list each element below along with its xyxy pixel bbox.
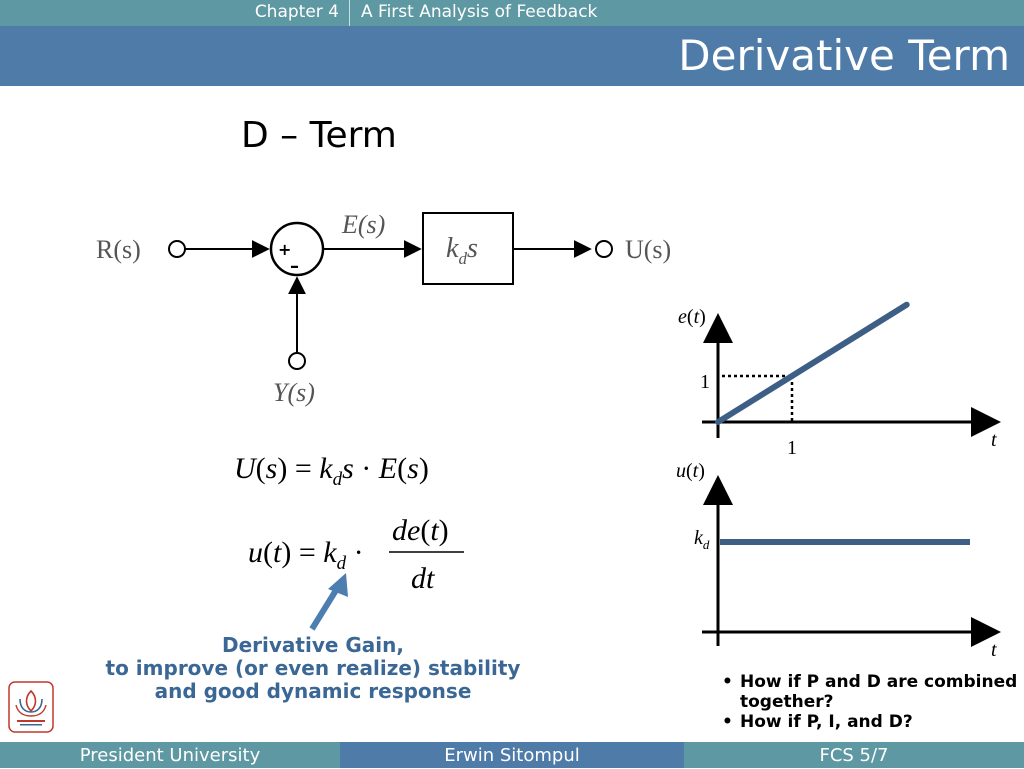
annotation-line-1: Derivative Gain, (221, 633, 404, 657)
section-heading: D – Term (241, 115, 397, 156)
question-list: How if P and D are combined together? Ho… (718, 672, 1018, 732)
error-ramp-plot: e(t) 1 1 t (678, 301, 1001, 458)
footer-bar: President University Erwin Sitompul FCS … (0, 742, 1024, 768)
input-label: R(s) (96, 235, 141, 264)
feedback-terminal (288, 352, 306, 370)
laplace-equation: U(s) = kds · E(s) (234, 452, 429, 490)
input-terminal (168, 240, 186, 258)
footer-author: Erwin Sitompul (340, 742, 684, 768)
x-axis-label: t (991, 639, 997, 661)
slide-title: Derivative Term (678, 31, 1010, 80)
annotation-line-2: to improve (or even realize) stability (105, 656, 521, 680)
chapter-label: Chapter 4 (0, 0, 350, 26)
feedback-label: Y(s) (273, 378, 315, 407)
sum-minus-sign: – (290, 256, 299, 277)
chapter-bar: Chapter 4 A First Analysis of Feedback (0, 0, 1024, 26)
block-diagram: R(s) + – E(s) kds U(s) Y(s) (96, 210, 671, 407)
level-label: kd (694, 527, 710, 552)
title-bar: Derivative Term (0, 26, 1024, 86)
error-label: E(s) (341, 210, 385, 239)
x-axis-label: t (991, 429, 997, 451)
president-university-logo (8, 681, 54, 733)
output-label: U(s) (625, 235, 671, 264)
sum-plus-sign: + (278, 240, 291, 259)
x-tick-label: 1 (787, 437, 797, 458)
derivative-gain-annotation: Derivative Gain, to improve (or even rea… (38, 634, 588, 703)
output-terminal (595, 240, 613, 258)
question-item: How if P, I, and D? (718, 712, 1018, 732)
y-axis-label: e(t) (678, 306, 706, 328)
time-domain-equation: u(t) = kd · de(t) dt (248, 514, 464, 595)
svg-text:dt: dt (411, 562, 435, 595)
annotation-arrow (309, 573, 348, 631)
y-axis-label: u(t) (676, 460, 705, 482)
question-item: How if P and D are combined together? (718, 672, 1018, 712)
footer-institution: President University (0, 742, 340, 768)
svg-text:de(t): de(t) (392, 514, 449, 547)
svg-text:U(s) = kds · E(s): U(s) = kds · E(s) (234, 452, 429, 490)
chapter-title: A First Analysis of Feedback (361, 2, 598, 22)
ramp-series-line (715, 301, 910, 425)
annotation-line-3: and good dynamic response (154, 679, 472, 703)
footer-page: FCS 5/7 (684, 742, 1024, 768)
y-tick-label: 1 (700, 371, 710, 393)
control-output-plot: u(t) kd t (676, 460, 1001, 661)
